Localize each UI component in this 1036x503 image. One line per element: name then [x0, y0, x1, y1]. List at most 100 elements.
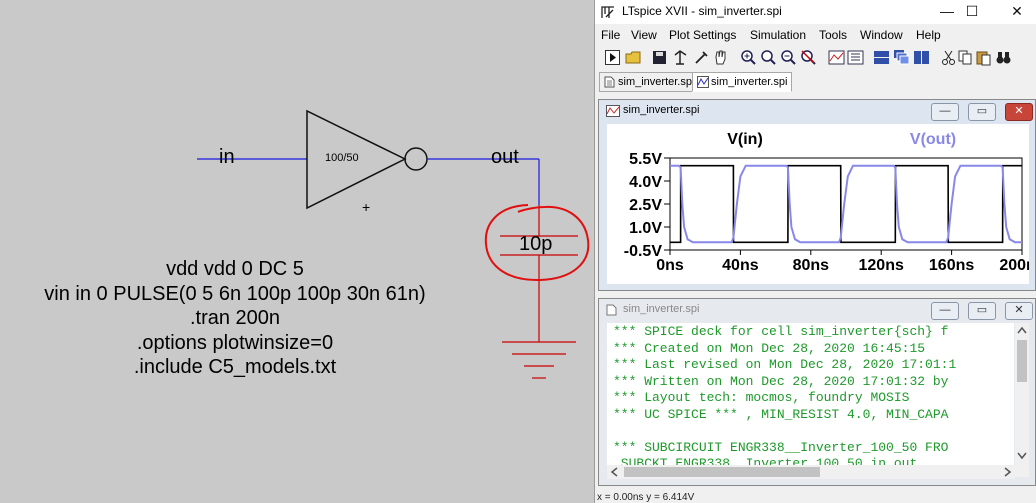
menu-plot-settings[interactable]: Plot Settings — [669, 28, 737, 42]
menu-help[interactable]: Help — [916, 28, 941, 42]
tab-sim-inverter-plot[interactable]: sim_inverter.spi — [692, 72, 793, 92]
title-bar[interactable]: LTspice XVII - sim_inverter.spi — ☐ ✕ — [595, 0, 1036, 24]
document-icon — [604, 76, 615, 88]
control-panel-icon[interactable] — [672, 49, 689, 66]
tab-sim-inverter-netlist[interactable]: sim_inverter.spi — [599, 72, 700, 92]
find-binoculars-icon[interactable] — [995, 49, 1012, 66]
x-tick-label: 160ns — [929, 257, 974, 274]
paste-icon[interactable] — [975, 49, 992, 66]
cut-icon[interactable] — [940, 49, 957, 66]
legend-label: V(in) — [727, 131, 763, 148]
y-tick-label: -0.5V — [624, 243, 663, 260]
zoom-in-icon[interactable] — [740, 49, 757, 66]
zoom-cancel-icon[interactable] — [800, 49, 817, 66]
x-tick-label: 80ns — [793, 257, 830, 274]
y-tick-label: 4.0V — [629, 174, 662, 191]
open-folder-icon[interactable] — [625, 49, 642, 66]
menu-view[interactable]: View — [631, 28, 657, 42]
netlist-window-caption[interactable]: sim_inverter.spi — ▭ ✕ — [599, 299, 1035, 321]
netlist-line: *** Written on Mon Dec 28, 2020 17:01:32… — [613, 373, 949, 389]
scrollbar-graphic — [1017, 326, 1027, 460]
directive-vin: vin in 0 PULSE(0 5 6n 100p 100p 30n 61n) — [44, 282, 426, 305]
directive-vdd: vdd vdd 0 DC 5 — [166, 258, 304, 280]
maximize-button[interactable]: ☐ — [965, 3, 979, 19]
close-button[interactable]: ✕ — [1011, 3, 1023, 19]
directive-include: .include C5_models.txt — [133, 356, 337, 378]
document-icon — [606, 304, 617, 316]
schematic-drawing — [197, 109, 590, 379]
cascade-icon[interactable] — [893, 49, 910, 66]
menu-window[interactable]: Window — [860, 28, 903, 42]
y-tick-label: 1.0V — [629, 220, 662, 237]
netlist-restore-button[interactable]: ▭ — [968, 302, 996, 320]
menu-tools[interactable]: Tools — [819, 28, 848, 42]
save-icon[interactable] — [651, 49, 668, 66]
pan-hand-icon[interactable] — [712, 49, 729, 66]
x-tick-label: 40ns — [722, 257, 759, 274]
copy-icon[interactable] — [957, 49, 974, 66]
zoom-out-icon[interactable] — [780, 49, 797, 66]
plot-minimize-button[interactable]: — — [931, 103, 959, 121]
tab-label: sim_inverter.spi — [618, 76, 695, 88]
schematic-canvas[interactable]: in out 100/50 + 10p vdd vdd 0 DC 5 vin i… — [0, 0, 595, 503]
plot-window-title: sim_inverter.spi — [623, 104, 700, 116]
waveform-icon — [606, 105, 620, 117]
netlist-line: *** SPICE deck for cell sim_inverter{sch… — [613, 324, 949, 339]
in-label: in — [219, 146, 235, 168]
netlist-line: *** Layout tech: mocmos, foundry MOSIS — [613, 390, 910, 405]
scrollbar-graphic — [610, 467, 1012, 477]
capacitor-value-label: 10p — [519, 233, 553, 255]
red-annotation-circle — [484, 204, 590, 282]
netlist-minimize-button[interactable]: — — [931, 302, 959, 320]
plot-frame — [669, 157, 1023, 251]
plot-close-button[interactable]: ✕ — [1005, 103, 1033, 121]
tab-label: sim_inverter.spi — [711, 76, 788, 88]
netlist-line: *** Created on Mon Dec 28, 2020 16:45:15 — [613, 340, 926, 356]
tile-horizontal-icon[interactable] — [873, 49, 890, 66]
tile-vertical-icon[interactable] — [913, 49, 930, 66]
plot-window-caption[interactable]: sim_inverter.spi — ▭ ✕ — [599, 100, 1035, 122]
minimize-button[interactable]: — — [940, 3, 954, 19]
toolbar — [595, 46, 1036, 70]
netlist-vertical-scrollbar[interactable] — [1015, 323, 1029, 477]
y-tick-label: 5.5V — [629, 151, 662, 168]
plot-window: sim_inverter.spi — ▭ ✕ 5.5V 4.0V 2.5V 1.0V -… — [598, 99, 1036, 291]
menu-bar: File View Plot Settings Simulation Tools… — [595, 26, 1036, 46]
x-tick-label: 0ns — [656, 257, 684, 274]
waveform-icon — [697, 76, 709, 88]
netlist-text-area[interactable]: *** SPICE deck for cell sim_inverter{sch… — [607, 323, 1014, 477]
run-icon[interactable] — [604, 49, 621, 66]
y-tick-label: 2.5V — [629, 197, 662, 214]
zoom-full-icon[interactable] — [760, 49, 777, 66]
ltspice-window: LTspice XVII - sim_inverter.spi — ☐ ✕ Fi… — [594, 0, 1036, 503]
ltspice-logo-icon — [601, 6, 614, 18]
x-tick-label: 200ns — [999, 257, 1029, 274]
menu-simulation[interactable]: Simulation — [750, 28, 807, 42]
plus-sign: + — [362, 199, 371, 215]
inverter-size-label: 100/50 — [325, 152, 359, 164]
netlist-window: sim_inverter.spi — ▭ ✕ *** SPICE deck fo… — [598, 298, 1036, 486]
out-label: out — [491, 146, 519, 168]
netlist-window-title: sim_inverter.spi — [623, 303, 700, 315]
netlist-horizontal-scrollbar[interactable] — [607, 465, 1015, 479]
status-bar: x = 0.00ns y = 6.414V — [597, 492, 695, 503]
series-line-vout — [670, 164, 1022, 244]
legend-label: V(out) — [910, 131, 956, 148]
fit-icon[interactable] — [847, 49, 864, 66]
netlist-close-button[interactable]: ✕ — [1005, 302, 1033, 320]
autorange-icon[interactable] — [828, 49, 845, 66]
inverter-symbol — [306, 109, 407, 210]
window-title: LTspice XVII - sim_inverter.spi — [622, 4, 782, 18]
probe-icon[interactable] — [693, 49, 710, 66]
inverter-bubble — [404, 147, 428, 171]
netlist-line: *** Last revised on Mon Dec 28, 2020 17:… — [613, 357, 957, 372]
series-line-vin — [670, 164, 1022, 244]
plot-restore-button[interactable]: ▭ — [968, 103, 996, 121]
x-tick-label: 120ns — [859, 257, 904, 274]
menu-file[interactable]: File — [601, 28, 621, 42]
directive-options: .options plotwinsize=0 — [136, 331, 334, 354]
directive-tran: .tran 200n — [189, 307, 281, 329]
netlist-line: *** UC SPICE *** , MIN_RESIST 4.0, MIN_C… — [613, 406, 949, 422]
